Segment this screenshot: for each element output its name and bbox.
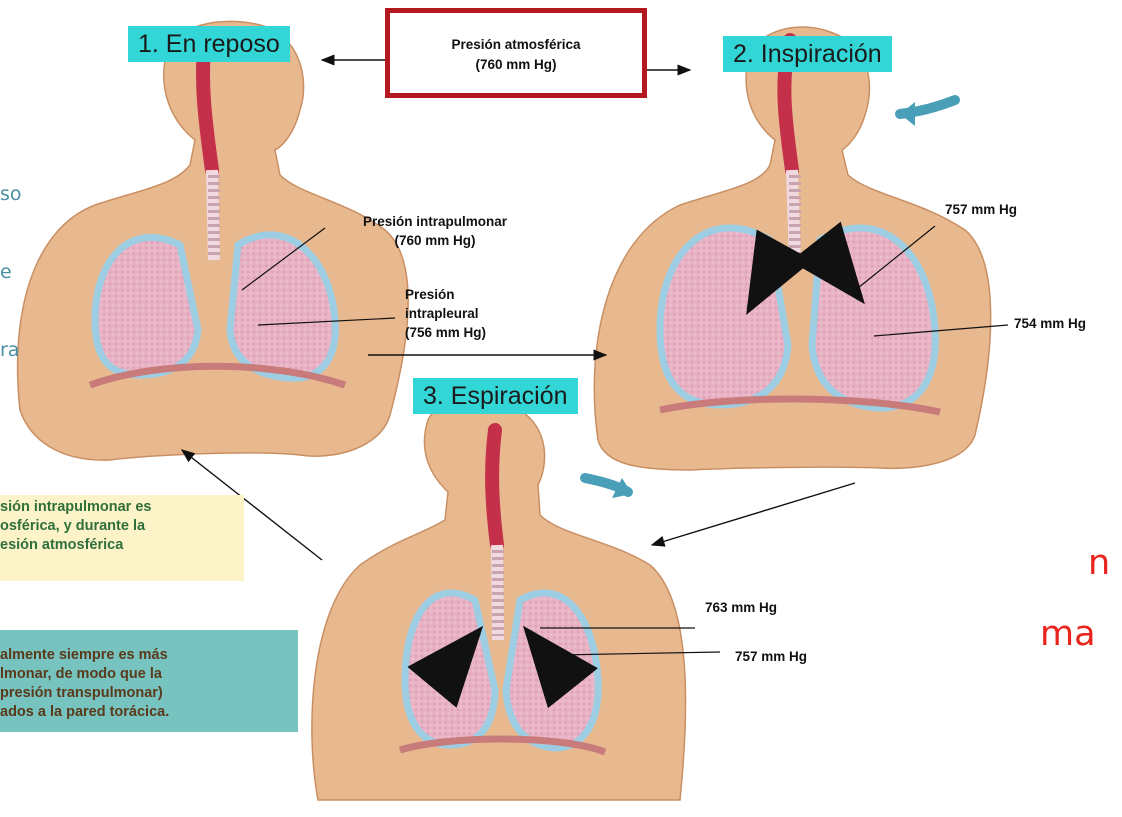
intrapulmonary-title: Presión intrapulmonar bbox=[330, 212, 540, 231]
note-yellow: sión intrapulmonar es osférica, y durant… bbox=[0, 495, 244, 581]
stage-label-expiration: 3. Espiración bbox=[413, 378, 578, 414]
stage-label-rest: 1. En reposo bbox=[128, 26, 290, 62]
intrapleural-value: (756 mm Hg) bbox=[405, 323, 486, 342]
left-cut-line3: ra bbox=[0, 337, 24, 363]
intrapulmonary-annotation: Presión intrapulmonar (760 mm Hg) bbox=[330, 212, 540, 250]
intrapleural-line1: Presión bbox=[405, 285, 486, 304]
note-teal-line1: almente siempre es más bbox=[0, 646, 298, 665]
note-teal-line2: lmonar, de modo que la bbox=[0, 665, 298, 684]
torso-inspiration bbox=[594, 27, 990, 470]
stage-label-inspiration: 2. Inspiración bbox=[723, 36, 892, 72]
inspiration-pleural-pressure: 754 mm Hg bbox=[1014, 314, 1086, 333]
left-cut-line2: e bbox=[0, 259, 24, 285]
lung-rest-left bbox=[95, 237, 198, 375]
arrow-inspiration-to-expiration bbox=[652, 483, 855, 545]
note-yellow-line3: esión atmosférica bbox=[0, 536, 244, 555]
atmospheric-pressure-title: Presión atmosférica bbox=[390, 35, 642, 55]
note-yellow-line2: osférica, y durante la bbox=[0, 517, 244, 536]
note-yellow-line1: sión intrapulmonar es bbox=[0, 498, 244, 517]
right-red-text-line1: n bbox=[1088, 540, 1110, 586]
note-teal-line3: presión transpulmonar) bbox=[0, 684, 298, 703]
right-red-text-line2: ma bbox=[1040, 611, 1096, 657]
lung-inspiration-left bbox=[660, 228, 788, 405]
atmospheric-pressure-text: Presión atmosférica (760 mm Hg) bbox=[390, 35, 642, 75]
atmospheric-pressure-value: (760 mm Hg) bbox=[390, 55, 642, 75]
intrapulmonary-value: (760 mm Hg) bbox=[330, 231, 540, 250]
expiration-pleural-pressure: 757 mm Hg bbox=[735, 647, 807, 666]
left-cut-text: so e ra bbox=[0, 129, 24, 415]
note-teal: almente siempre es más lmonar, de modo q… bbox=[0, 630, 298, 732]
left-cut-line1: so bbox=[0, 181, 24, 207]
atmospheric-pressure-box: Presión atmosférica (760 mm Hg) bbox=[385, 8, 647, 98]
intrapleural-annotation: Presión intrapleural (756 mm Hg) bbox=[405, 285, 486, 342]
lung-expiration-left bbox=[405, 593, 495, 745]
note-teal-line4: ados a la pared torácica. bbox=[0, 703, 298, 722]
lung-expiration-right bbox=[506, 593, 598, 748]
inspiration-alveolar-pressure: 757 mm Hg bbox=[945, 200, 1017, 219]
expiration-alveolar-pressure: 763 mm Hg bbox=[705, 598, 777, 617]
intrapleural-line2: intrapleural bbox=[405, 304, 486, 323]
